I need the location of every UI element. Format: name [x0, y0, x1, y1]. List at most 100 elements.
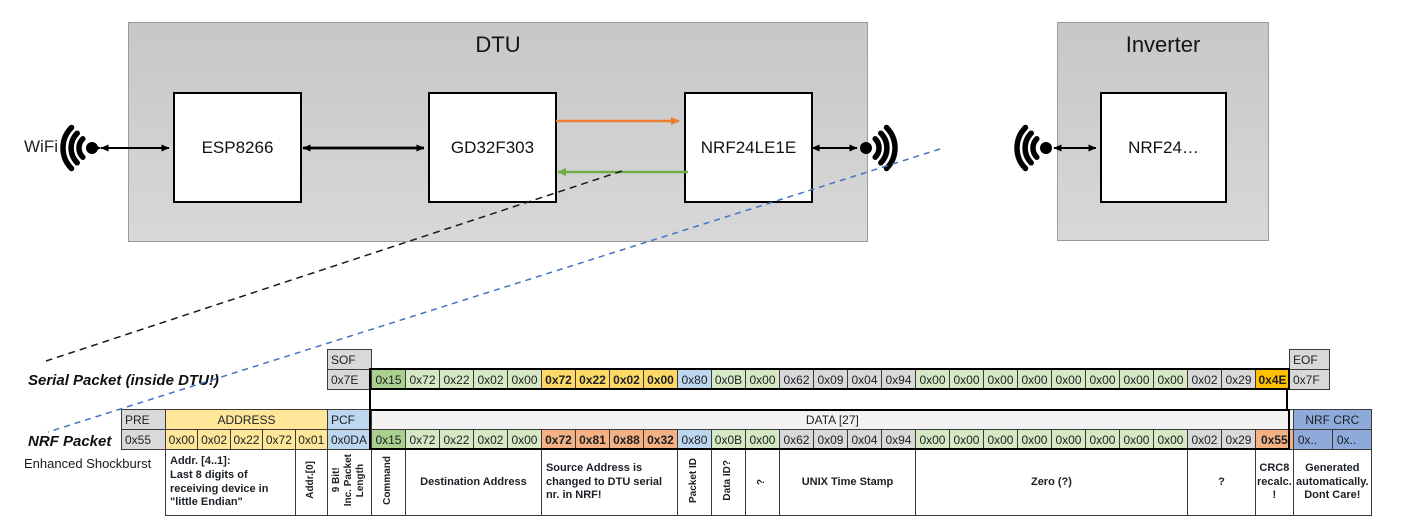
serial-byte-cell: 0x00 — [949, 369, 984, 390]
vertical-annotation-text: Packet ID — [688, 457, 700, 503]
serial-byte-cell: 0x22 — [439, 369, 474, 390]
serial-byte-cell: 0x29 — [1221, 369, 1256, 390]
nrf-crc-byte-cell: 0x.. — [1292, 429, 1333, 450]
serial-byte-cell: 0x00 — [915, 369, 950, 390]
nrf-data-byte-cell: 0x0B — [710, 429, 746, 450]
annotation-spacer — [122, 450, 166, 516]
annotation-text: Source Address is changed to DTU serial … — [545, 461, 663, 502]
nrf-data-byte-cell: 0x00 — [914, 429, 950, 450]
vertical-annotation-text: Command — [382, 455, 394, 505]
serial-byte-cell: 0x4E — [1255, 369, 1290, 390]
nrf-data-byte-cell: 0x80 — [676, 429, 712, 450]
nrf-data-byte-cell: 0x55 — [1254, 429, 1294, 450]
serial-byte-cell: 0x00 — [745, 369, 780, 390]
nrf-annotation-cell: Addr. [4..1]: Last 8 digits of receiving… — [165, 449, 296, 516]
nrf-data-byte-cell: 0x00 — [1152, 429, 1188, 450]
nrf-data-byte-cell: 0x72 — [540, 429, 576, 450]
pre-header-cell: PRE — [121, 409, 166, 430]
serial-byte-cell: 0x02 — [473, 369, 508, 390]
gd32f303-box: GD32F303 — [428, 92, 557, 203]
esp8266-box: ESP8266 — [173, 92, 302, 203]
nrf-annotation-cell: Packet ID — [676, 449, 712, 516]
nrf-annotation-cell: CRC8 recalc. ! — [1254, 449, 1294, 516]
nrf-data-byte-cell: 0x00 — [506, 429, 542, 450]
data-header-cell: DATA [27] — [370, 409, 1294, 430]
serial-header-spacer — [372, 350, 1290, 370]
wifi-label: WiFi — [24, 137, 58, 156]
nrf-header-row: PRE ADDRESS PCF DATA [27] NRF CRC — [121, 409, 1372, 430]
nrf-address-byte-cell: 0x02 — [197, 429, 231, 450]
serial-byte-cell: 0x04 — [847, 369, 882, 390]
serial-byte-cell: 0x72 — [405, 369, 440, 390]
nrf-annotation-row: Addr. [4..1]: Last 8 digits of receiving… — [122, 449, 1372, 516]
nrf-crc-byte-cell: 0x.. — [1331, 429, 1372, 450]
wifi-left-icon — [60, 124, 98, 172]
nrf-data-byte-cell: 0x04 — [846, 429, 882, 450]
inverter-nrf24-box: NRF24… — [1100, 92, 1227, 203]
serial-byte-cell: 0x09 — [813, 369, 848, 390]
nrf-annotation-cell: UNIX Time Stamp — [778, 449, 916, 516]
nrf-data-byte-cell: 0x15 — [370, 429, 406, 450]
nrf-data-byte-cell: 0x00 — [1050, 429, 1086, 450]
vertical-annotation-text: Addr.[0] — [305, 461, 317, 500]
nrf-data-byte-cell: 0x32 — [642, 429, 678, 450]
nrf-data-byte-cell: 0x72 — [404, 429, 440, 450]
annotation-text: UNIX Time Stamp — [801, 475, 894, 488]
nrf-data-byte-cell: 0x00 — [948, 429, 984, 450]
dtu-title: DTU — [475, 32, 521, 57]
vertical-annotation-text: 9 Bit! Inc. Packet Length — [331, 453, 367, 507]
data-left-connector — [369, 388, 371, 411]
nrf-address-byte-cell: 0x22 — [229, 429, 264, 450]
serial-byte-cell: 0x72 — [541, 369, 576, 390]
nrf24le1e-label: NRF24LE1E — [700, 137, 797, 157]
esp8266-label: ESP8266 — [201, 137, 274, 157]
nrf-data-byte-cell: 0x62 — [778, 429, 814, 450]
sof-byte-cell: 0x7E — [327, 369, 372, 390]
serial-byte-cell: 0x0B — [711, 369, 746, 390]
serial-byte-cell: 0x15 — [371, 369, 406, 390]
nrf-annotation-cell: Generated automatically. Dont Care! — [1292, 449, 1372, 516]
vertical-annotation-text: Data ID? — [722, 459, 734, 501]
nrf-data-byte-cell: 0x22 — [438, 429, 474, 450]
gd32f303-label: GD32F303 — [450, 137, 535, 157]
nrf-data-byte-cell: 0x88 — [608, 429, 644, 450]
nrf-annotation-cell: ? — [744, 449, 780, 516]
serial-byte-cell: 0x02 — [1187, 369, 1222, 390]
nrf-pcf-byte-cell: 0x0DA — [326, 429, 372, 450]
nrf-data-byte-cell: 0x02 — [472, 429, 508, 450]
nrf-data-byte-cell: 0x00 — [1118, 429, 1154, 450]
serial-byte-cell: 0x02 — [609, 369, 644, 390]
nrf-data-byte-cell: 0x02 — [1186, 429, 1222, 450]
serial-byte-cell: 0x94 — [881, 369, 916, 390]
eof-byte-cell: 0x7F — [1289, 369, 1330, 390]
nrf-crc-header-cell: NRF CRC — [1292, 409, 1372, 430]
serial-header-row: SOF EOF — [327, 349, 1330, 370]
pcf-header-cell: PCF — [326, 409, 372, 430]
eof-header-cell: EOF — [1289, 349, 1330, 370]
serial-byte-cell: 0x00 — [1017, 369, 1052, 390]
nrf-packet-label: NRF Packet — [28, 433, 112, 450]
nrf-data-byte-cell: 0x29 — [1220, 429, 1256, 450]
annotation-text: Addr. [4..1]: Last 8 digits of receiving… — [170, 455, 269, 509]
nrf-annotation-cell: Command — [370, 449, 406, 516]
serial-byte-cell: 0x00 — [1119, 369, 1154, 390]
nrf-data-byte-cell: 0x81 — [574, 429, 610, 450]
nrf-address-byte-cell: 0x01 — [294, 429, 328, 450]
inverter-nrf24-label: NRF24… — [1128, 137, 1199, 157]
annotation-text: CRC8 recalc. ! — [1256, 461, 1292, 502]
nrf-data-byte-cell: 0x94 — [880, 429, 916, 450]
nrf-data-byte-cell: 0x00 — [1084, 429, 1120, 450]
annotation-text: Zero (?) — [1030, 475, 1072, 488]
serial-byte-cell: 0x00 — [1085, 369, 1120, 390]
nrf-annotation-cell: Destination Address — [404, 449, 542, 516]
nrf-annotation-cell: 9 Bit! Inc. Packet Length — [326, 449, 372, 516]
serial-byte-cell: 0x00 — [1051, 369, 1086, 390]
serial-byte-cell: 0x00 — [983, 369, 1018, 390]
nrf-annotation-cell: Zero (?) — [914, 449, 1188, 516]
serial-byte-cell: 0x00 — [507, 369, 542, 390]
serial-byte-cell: 0x22 — [575, 369, 610, 390]
